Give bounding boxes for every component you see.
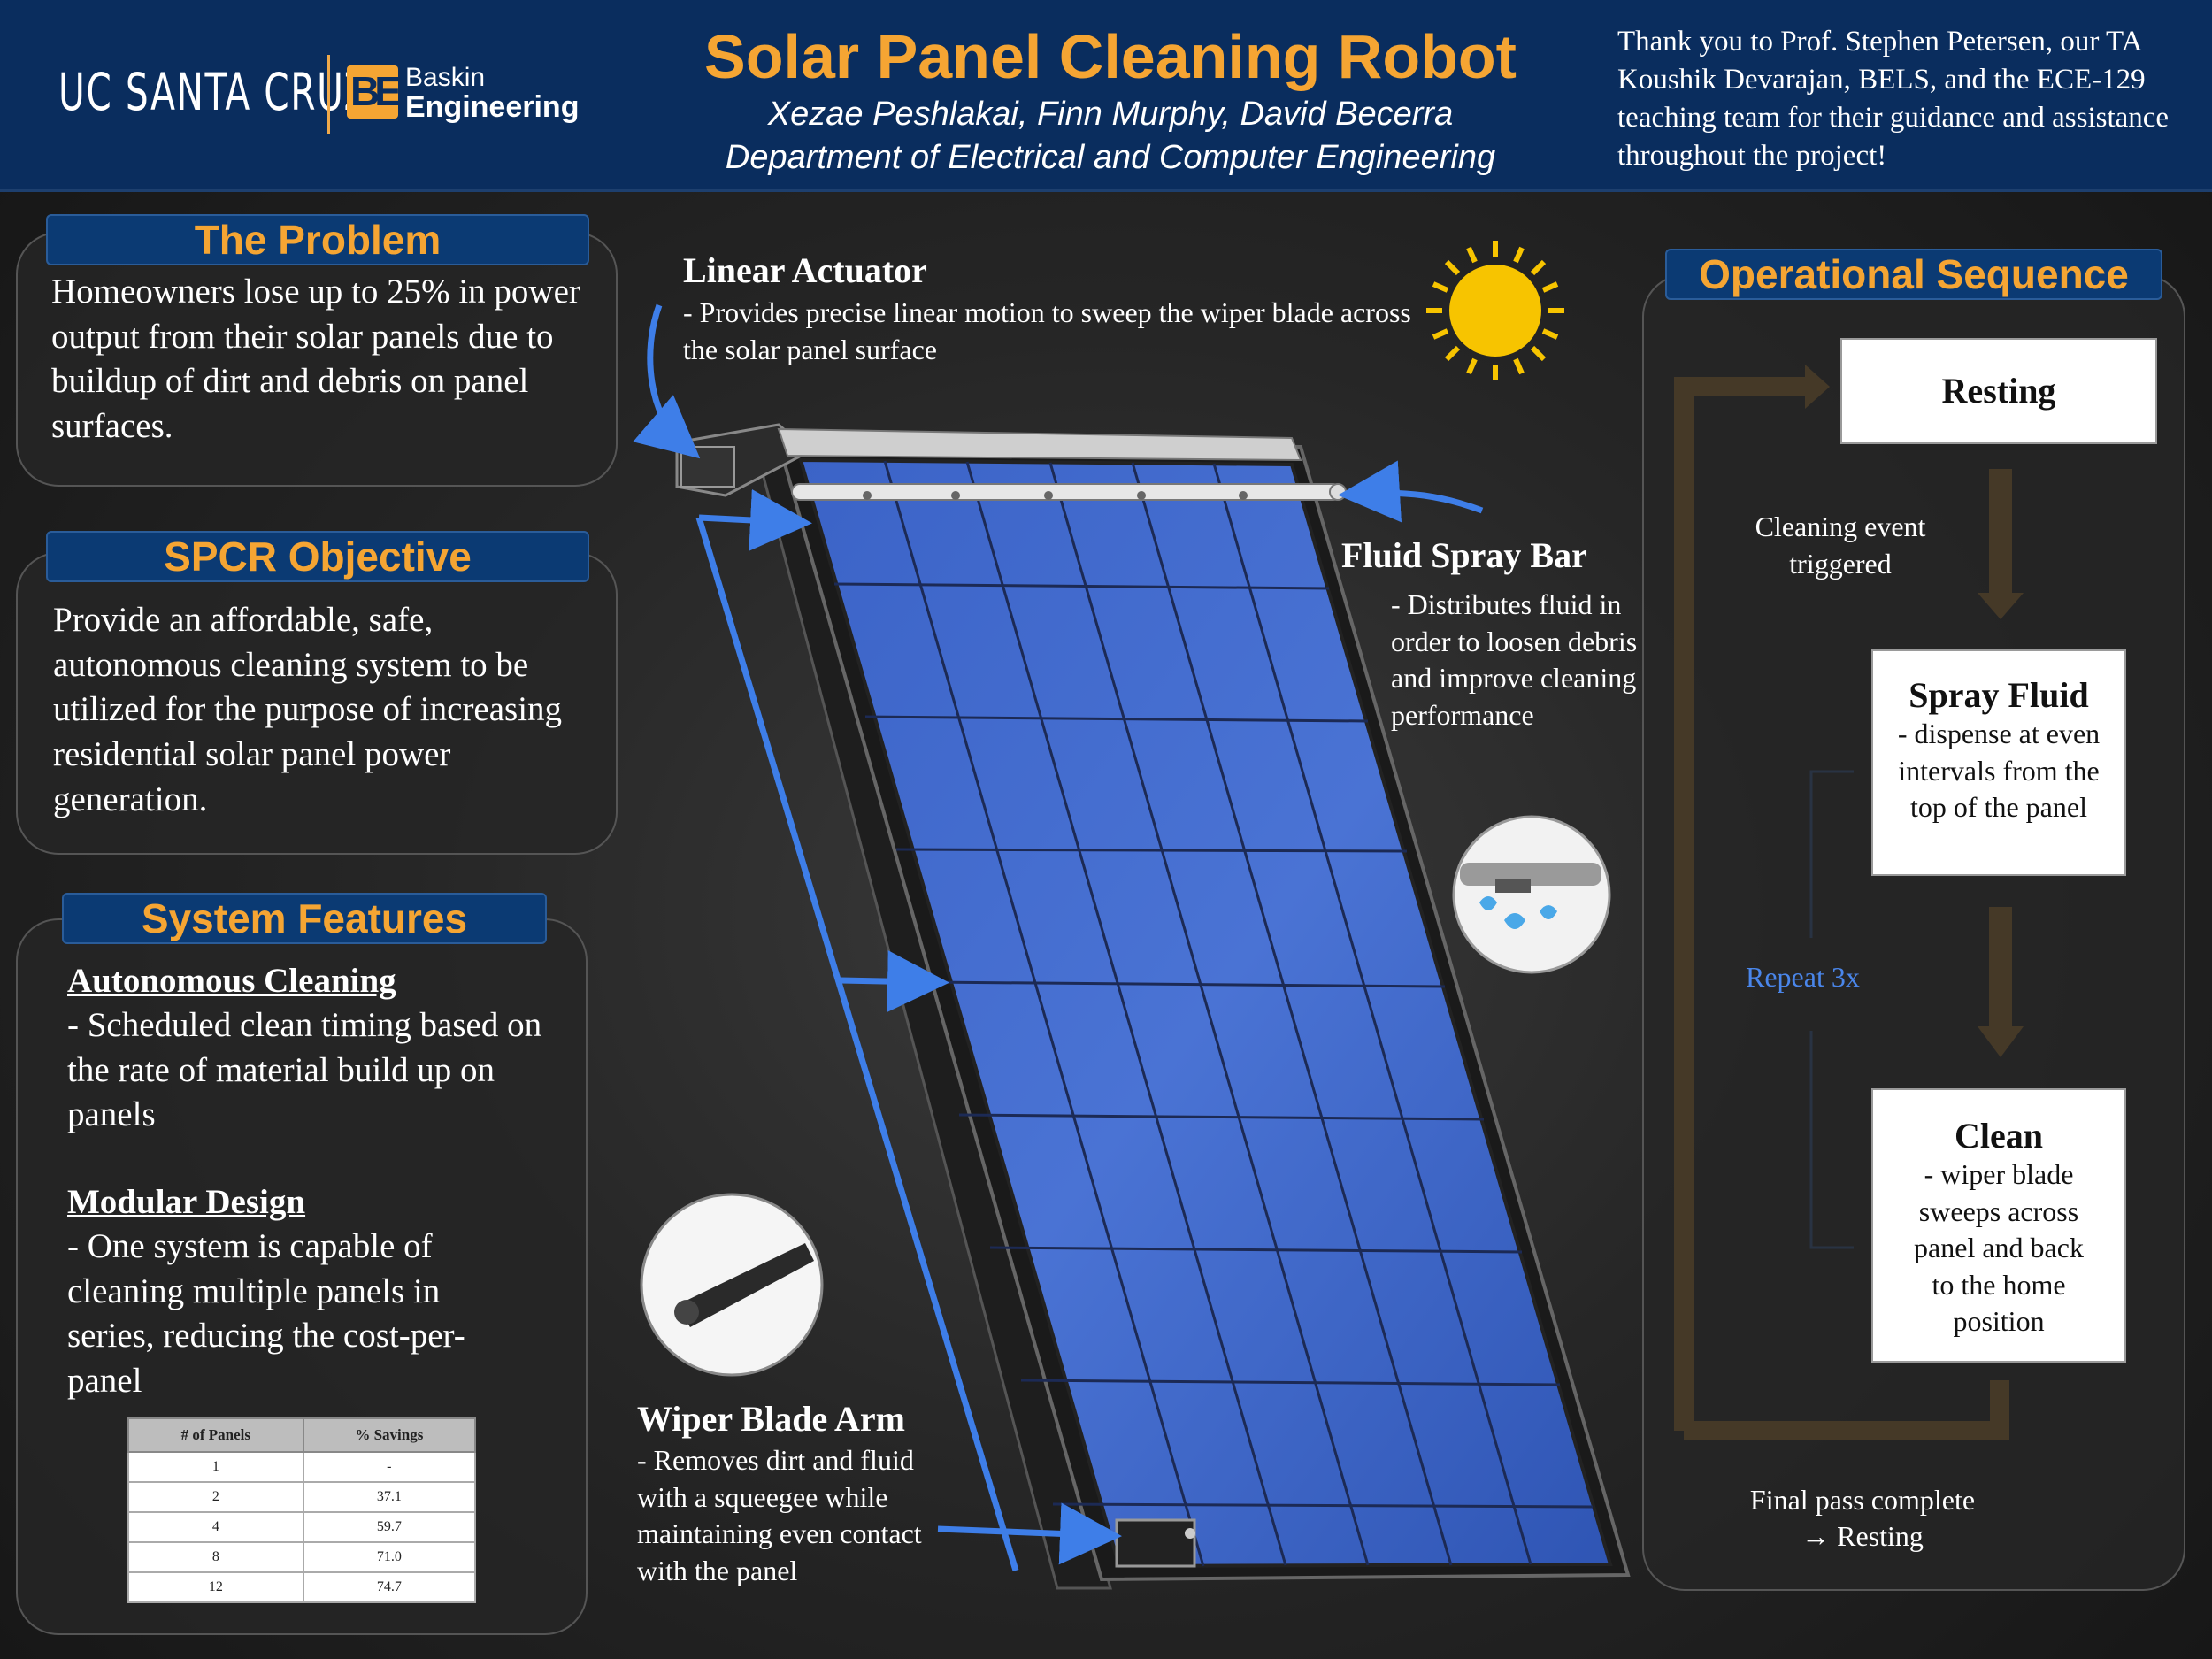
wiper-description: - Removes dirt and fluid with a squeegee… bbox=[637, 1444, 922, 1586]
table-cell: - bbox=[302, 1451, 477, 1483]
acknowledgement: Thank you to Prof. Stephen Petersen, our… bbox=[1617, 26, 2170, 172]
table-cell: 2 bbox=[127, 1481, 304, 1513]
problem-panel bbox=[16, 232, 618, 487]
objective-title: SPCR Objective bbox=[46, 531, 589, 582]
wiper-blade-carriage bbox=[1115, 1518, 1196, 1568]
table-header: # of Panels bbox=[127, 1417, 304, 1453]
table-cell: 1 bbox=[127, 1451, 304, 1483]
objective-text: Provide an affordable, safe, autonomous … bbox=[53, 601, 563, 818]
problem-title: The Problem bbox=[46, 214, 589, 265]
problem-text: Homeowners lose up to 25% in power outpu… bbox=[51, 273, 580, 446]
table-cell: 74.7 bbox=[302, 1571, 477, 1603]
spray-bar-description: - Distributes fluid in order to loosen d… bbox=[1391, 588, 1638, 731]
authors: Xezae Peshlakai, Finn Murphy, David Bece… bbox=[767, 96, 1454, 133]
feature-heading-modular: Modular Design bbox=[67, 1183, 306, 1221]
sun-icon bbox=[1426, 241, 1564, 380]
actuator-description: - Provides precise linear motion to swee… bbox=[683, 296, 1411, 365]
table-cell: 8 bbox=[127, 1541, 304, 1573]
table-cell: 12 bbox=[127, 1571, 304, 1603]
table-row: 1- bbox=[127, 1451, 477, 1483]
baskin-engineering-logo: Baskin Engineering bbox=[405, 63, 580, 124]
final-note-line2: → Resting bbox=[1801, 1520, 1924, 1552]
feature-text-modular: - One system is capable of cleaning mult… bbox=[67, 1227, 465, 1401]
table-cell: 59.7 bbox=[302, 1511, 477, 1543]
trigger-note: Cleaning event triggered bbox=[1755, 511, 1926, 580]
actuator-label: Linear Actuator bbox=[683, 250, 927, 290]
spray-bar-label: Fluid Spray Bar bbox=[1341, 535, 1587, 575]
table-cell: 37.1 bbox=[302, 1481, 477, 1513]
step-spray-fluid: Spray Fluid - dispense at even intervals… bbox=[1871, 649, 2126, 876]
spray-nozzle-icon bbox=[1452, 815, 1611, 974]
wiper-label: Wiper Blade Arm bbox=[637, 1399, 905, 1439]
repeat-note: Repeat 3x bbox=[1746, 961, 1860, 993]
objective-panel bbox=[16, 552, 618, 855]
table-header-row: # of Panels % Savings bbox=[127, 1417, 477, 1453]
sequence-title: Operational Sequence bbox=[1665, 249, 2162, 300]
logo-divider bbox=[327, 55, 330, 134]
poster-title: Solar Panel Cleaning Robot bbox=[704, 22, 1517, 91]
panel-frame bbox=[750, 432, 1631, 1590]
step-clean: Clean - wiper blade sweeps across panel … bbox=[1871, 1088, 2126, 1363]
step-resting: Resting bbox=[1840, 338, 2157, 444]
wiper-blade-icon bbox=[640, 1193, 824, 1377]
solar-cell-grid bbox=[833, 460, 1594, 1567]
callout-arrows bbox=[633, 303, 1484, 1572]
feature-text-autonomous: - Scheduled clean timing based on the ra… bbox=[67, 1006, 542, 1134]
department: Department of Electrical and Computer En… bbox=[725, 139, 1496, 176]
table-cell: 71.0 bbox=[302, 1541, 477, 1573]
ucsc-logo: UC SANTA CRUZ bbox=[58, 62, 371, 122]
feature-heading-autonomous: Autonomous Cleaning bbox=[67, 962, 396, 1000]
sequence-panel bbox=[1642, 274, 2185, 1591]
baskin-logo-mark: BE bbox=[347, 65, 402, 119]
fluid-spray-bar bbox=[791, 483, 1347, 501]
table-header: % Savings bbox=[302, 1417, 477, 1453]
features-title: System Features bbox=[62, 893, 547, 944]
table-cell: 4 bbox=[127, 1511, 304, 1543]
final-note-line1: Final pass complete bbox=[1749, 1484, 1976, 1516]
header-banner: UC SANTA CRUZ BE Baskin Engineering Sola… bbox=[0, 0, 2212, 192]
